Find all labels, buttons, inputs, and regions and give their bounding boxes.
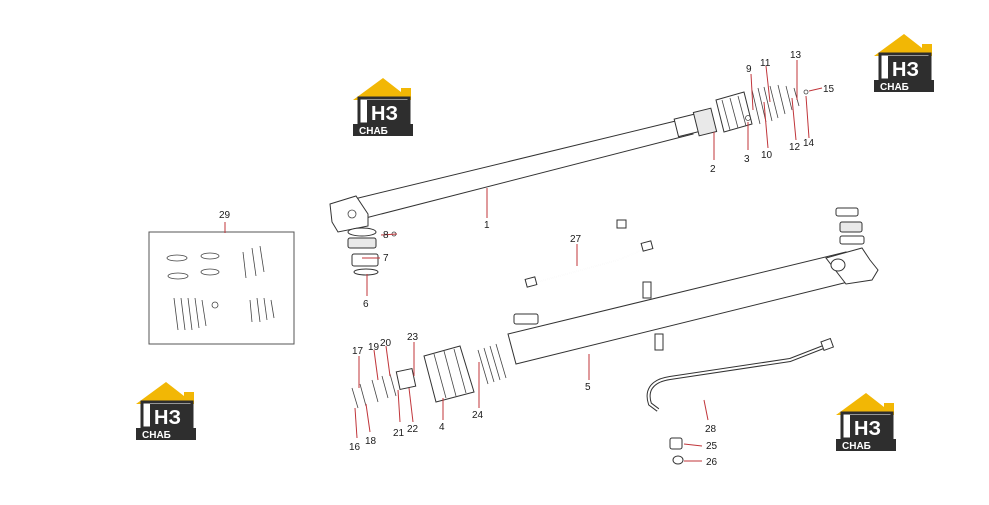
callout-2[interactable]: 2	[710, 164, 716, 175]
callout-20[interactable]: 20	[380, 338, 392, 349]
callout-25[interactable]: 25	[706, 441, 718, 452]
callout-13[interactable]: 13	[790, 50, 802, 61]
callout-17[interactable]: 17	[352, 346, 364, 357]
callout-28[interactable]: 28	[705, 424, 717, 435]
logo-letters: НЗ	[892, 59, 919, 81]
logo-letters: НЗ	[154, 407, 181, 429]
callout-22[interactable]: 22	[407, 424, 419, 435]
callout-8[interactable]: 8	[383, 230, 389, 241]
logo-bottom-right: НЗ СНАБ	[836, 393, 896, 452]
cylinder-barrel	[507, 207, 879, 365]
callout-26[interactable]: 26	[706, 457, 718, 468]
callout-labels: 1 2 3 4 5 6 7 8 9 10 11 12 13 14 15 16 1…	[219, 50, 835, 468]
hydraulic-tube-27	[524, 219, 654, 288]
hydraulic-tube-28	[646, 337, 835, 465]
callout-6[interactable]: 6	[363, 299, 369, 310]
callout-14[interactable]: 14	[803, 138, 815, 149]
logo-word: СНАБ	[359, 126, 388, 137]
callout-15[interactable]: 15	[823, 84, 835, 95]
piston-rod	[329, 107, 718, 233]
callout-1[interactable]: 1	[484, 220, 490, 231]
callout-16[interactable]: 16	[349, 442, 361, 453]
callout-4[interactable]: 4	[439, 422, 445, 433]
callout-23[interactable]: 23	[407, 332, 419, 343]
logo-top-right: НЗ СНАБ	[874, 34, 934, 93]
callout-24[interactable]: 24	[472, 410, 484, 421]
rod-bushing-stack	[347, 227, 397, 276]
logo-top-left: НЗ СНАБ	[353, 78, 413, 137]
logo-letters: НЗ	[371, 103, 398, 125]
seal-kit-box	[148, 231, 295, 345]
logo-word: СНАБ	[842, 441, 871, 452]
callout-27[interactable]: 27	[570, 234, 582, 245]
piston-seal-stack	[751, 84, 809, 125]
piston	[715, 91, 753, 133]
callout-9[interactable]: 9	[746, 64, 752, 75]
callout-29[interactable]: 29	[219, 210, 231, 221]
leader-lines	[224, 60, 823, 462]
logo-letters: НЗ	[854, 418, 881, 440]
callout-3[interactable]: 3	[744, 154, 750, 165]
callout-21[interactable]: 21	[393, 428, 405, 439]
logo-bottom-left: НЗ СНАБ	[136, 382, 196, 441]
callout-10[interactable]: 10	[761, 150, 773, 161]
callout-18[interactable]: 18	[365, 436, 377, 447]
callout-19[interactable]: 19	[368, 342, 380, 353]
callout-12[interactable]: 12	[789, 142, 801, 153]
callout-7[interactable]: 7	[383, 253, 389, 264]
callout-5[interactable]: 5	[585, 382, 591, 393]
logo-word: СНАБ	[880, 82, 909, 93]
callout-11[interactable]: 11	[760, 58, 771, 69]
gland-assembly	[351, 343, 507, 409]
logo-word: СНАБ	[142, 430, 171, 441]
